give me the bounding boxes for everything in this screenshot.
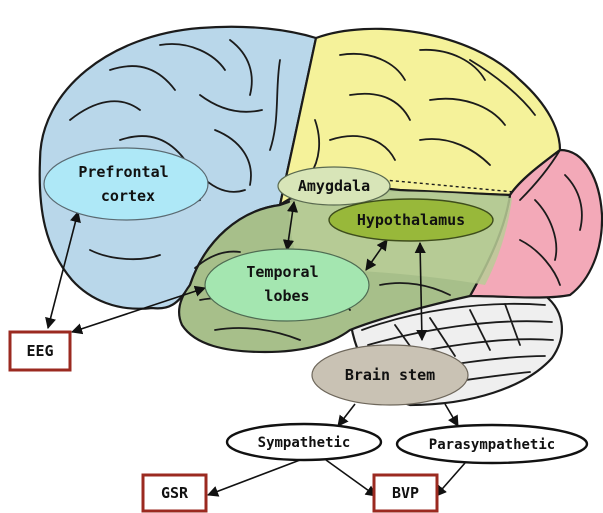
hypothalamus-node: Hypothalamus [329,199,493,241]
sympathetic-node: Sympathetic [227,424,381,460]
gsr-label: GSR [161,484,189,502]
bvp-box: BVP [374,475,437,511]
brain-stem-label: Brain stem [345,366,435,384]
bvp-label: BVP [392,484,419,502]
gsr-box: GSR [143,475,206,511]
prefrontal-cortex-node: Prefrontal cortex [44,148,208,220]
temporal-lobes-node: Temporal lobes [205,249,369,321]
arrow-brainstem-parasympathetic [445,404,458,426]
arrow-sympathetic-gsr [208,460,300,495]
eeg-box: EEG [10,332,70,370]
amygdala-label: Amygdala [298,177,370,195]
parasympathetic-label: Parasympathetic [429,437,555,453]
hypothalamus-label: Hypothalamus [357,211,465,229]
eeg-label: EEG [26,342,53,360]
brain-stem-node: Brain stem [312,345,468,405]
arrow-sympathetic-bvp [326,460,376,496]
amygdala-node: Amygdala [278,167,390,205]
arrow-brainstem-sympathetic [338,404,355,426]
parasympathetic-node: Parasympathetic [397,425,587,463]
arrow-parasympathetic-bvp [436,463,465,496]
sympathetic-label: Sympathetic [258,435,351,451]
